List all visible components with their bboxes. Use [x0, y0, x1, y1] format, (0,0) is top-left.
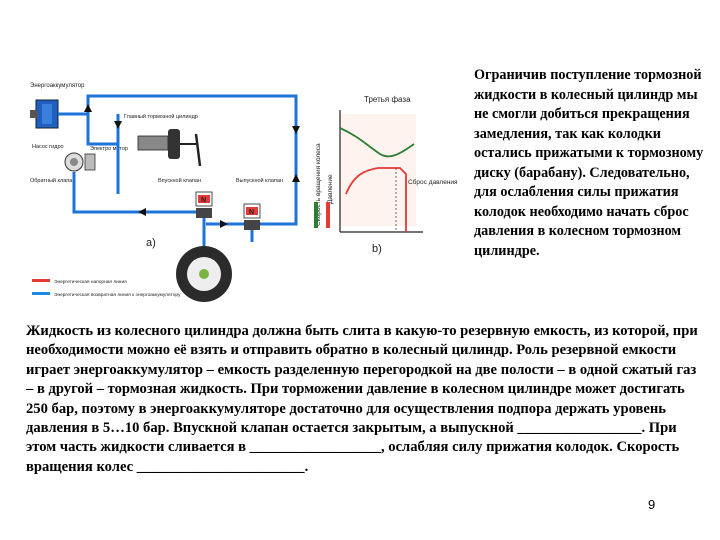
- arrow-down-icon: [292, 126, 300, 134]
- inlet-valve-coil: [198, 195, 210, 203]
- brake-booster: [168, 129, 180, 159]
- legend-swatch-pressure: [32, 279, 50, 282]
- arrow-left-icon: [138, 208, 146, 216]
- inlet-valve-base: [196, 208, 212, 218]
- return-valve-label: Обратный клапан: [30, 177, 75, 184]
- speed-axis-label: Скорость вращения колеса: [315, 143, 322, 226]
- pressure-axis-label: Давление: [327, 174, 334, 204]
- page-number: 9: [648, 497, 656, 512]
- brake-pedal: [194, 133, 202, 167]
- pump-rotor: [70, 158, 78, 166]
- outlet-valve-label: Выпускной клапан: [236, 177, 283, 184]
- reset-label: Сброс давления: [408, 178, 458, 186]
- arrow-down-icon: [114, 121, 122, 129]
- pressure-legend-bar: [326, 202, 330, 228]
- hydraulic-circuit: Энергоаккумулятор Насос гидро Электро мо…: [30, 83, 300, 302]
- outlet-valve-coil: [246, 207, 258, 215]
- legend-pressure-line: Энергетическая напорная линия: [54, 279, 127, 285]
- return-line-top: [58, 94, 298, 226]
- inlet-valve-mark: N: [201, 197, 206, 204]
- phase-label: Третья фаза: [364, 95, 411, 104]
- legend-swatch-return: [32, 292, 50, 295]
- outlet-valve-base: [244, 220, 260, 230]
- arrow-right-icon: [220, 220, 228, 228]
- arrow-up-icon: [84, 104, 92, 112]
- master-cylinder-body: [137, 135, 169, 151]
- body-paragraph: Жидкость из колесного цилиндра должна бы…: [26, 323, 698, 475]
- return-line-bottom: [72, 172, 208, 214]
- abs-diagram: Энергоаккумулятор Насос гидро Электро мо…: [30, 83, 458, 302]
- motor-icon: [84, 153, 96, 171]
- arrow-up-icon: [292, 174, 300, 182]
- supply-line: [86, 96, 118, 146]
- legend-return-line: Энергетическая возвратная линия к энерго…: [54, 292, 181, 298]
- side-paragraph: Ограничив поступление тормозной жидкости…: [474, 67, 704, 259]
- master-cylinder-label: Главный тормозной цилиндр: [124, 113, 198, 120]
- speed-legend-bar: [314, 202, 318, 228]
- phase-region: [340, 114, 416, 226]
- speed-pressure-graph: Третья фаза Скорость вращения колеса Дав…: [314, 95, 458, 255]
- outlet-valve-mark: N: [249, 209, 254, 216]
- wheel-hub: [199, 269, 209, 279]
- inlet-valve-label: Впускной клапан: [158, 177, 201, 184]
- panel-b-label: b): [372, 243, 382, 255]
- accumulator-label: Энергоаккумулятор: [30, 83, 85, 89]
- accumulator-spring: [30, 110, 38, 118]
- pump-label: Насос гидро: [32, 144, 64, 150]
- motor-label: Электро мотор: [90, 146, 128, 152]
- speed-curve: [339, 127, 415, 158]
- panel-a-label: a): [146, 237, 156, 249]
- accumulator-piston: [42, 104, 52, 124]
